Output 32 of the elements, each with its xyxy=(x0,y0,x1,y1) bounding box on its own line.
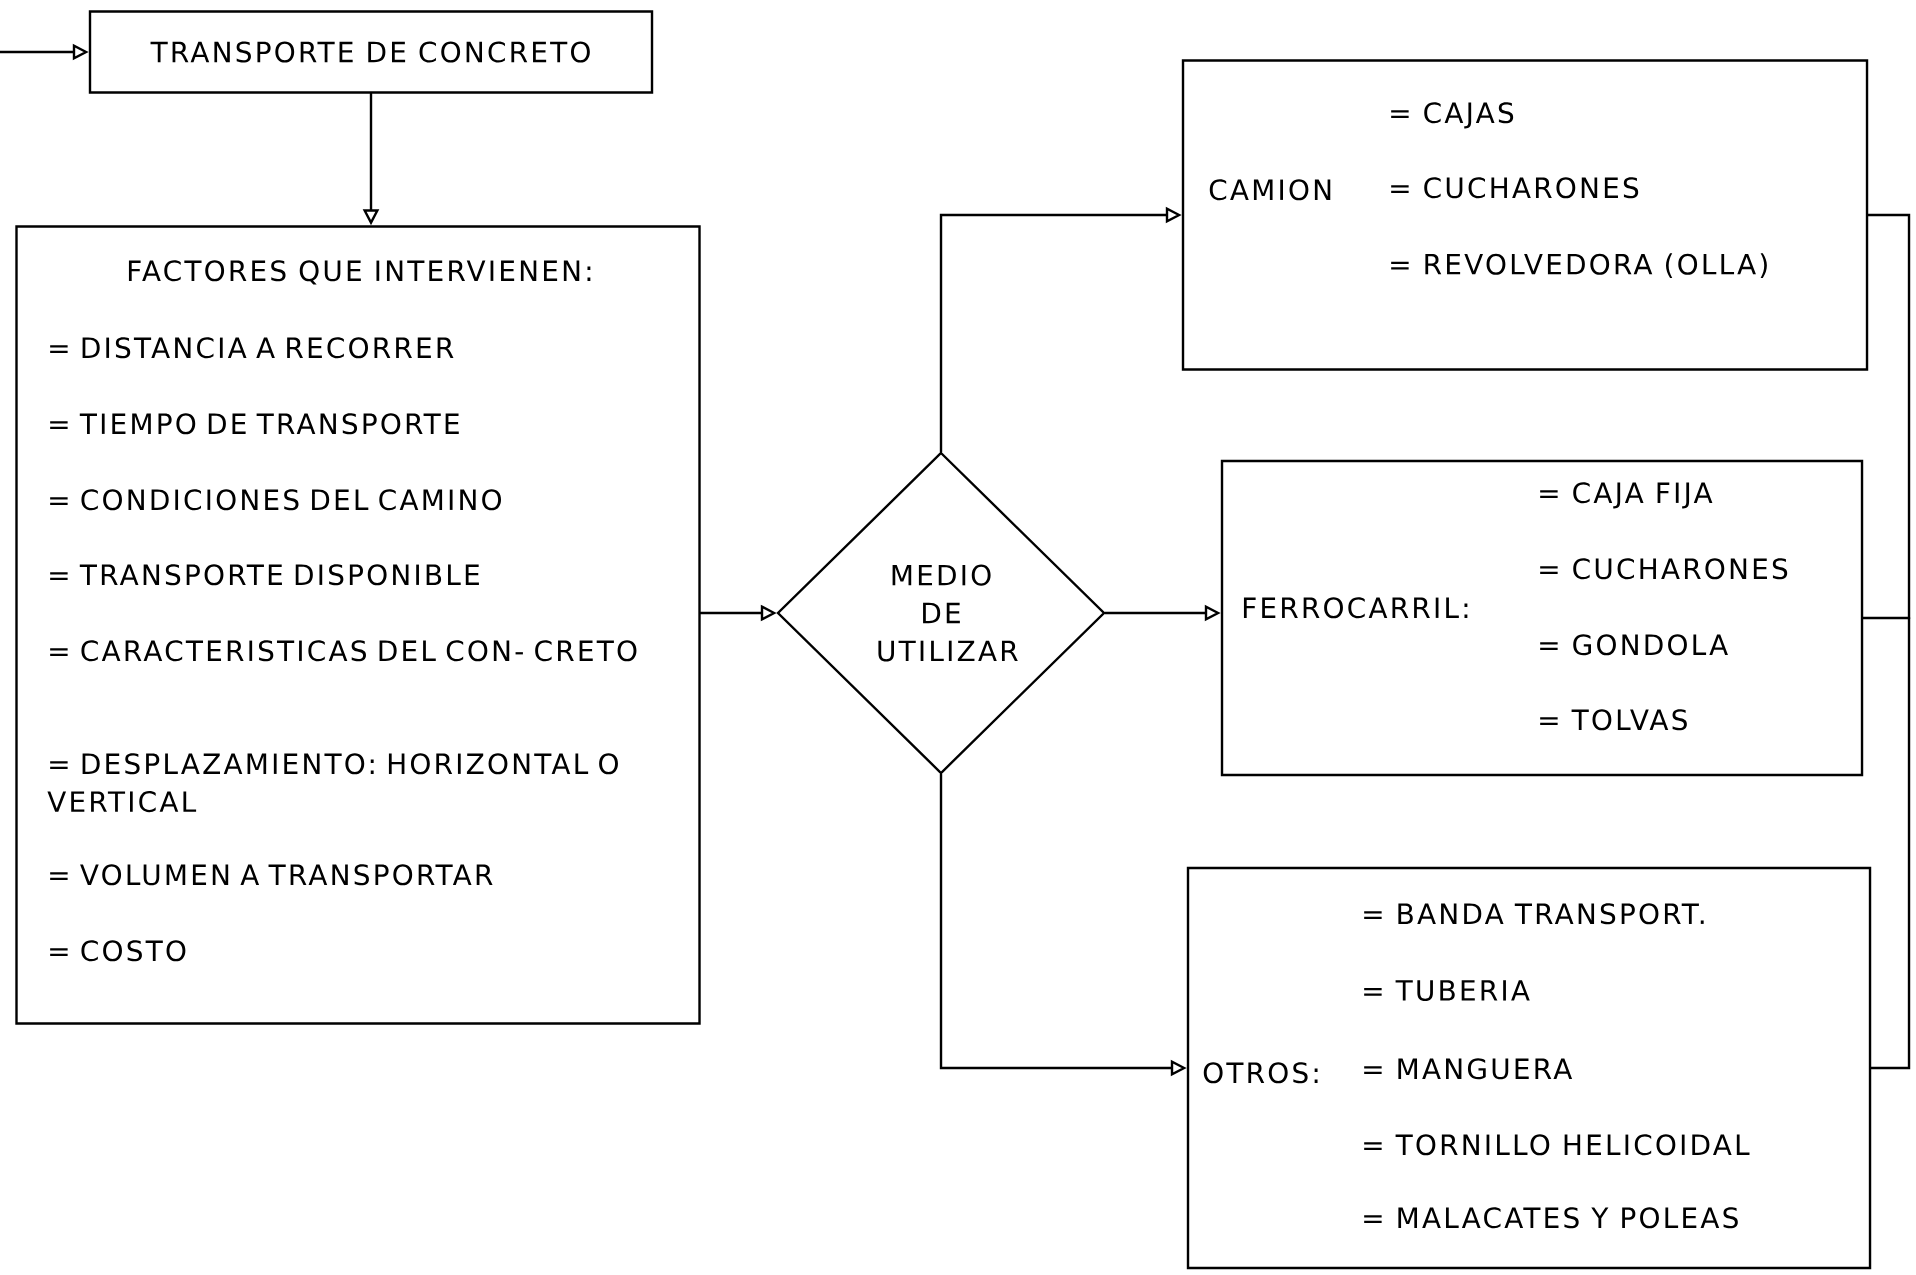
process-box xyxy=(1181,59,1869,371)
list-item: = DISTANCIA A RECORRER xyxy=(50,337,454,359)
box-heading: FERROCARRIL: xyxy=(1243,597,1468,619)
list-item: = MANGUERA xyxy=(1364,1058,1573,1080)
list-item: = CONDICIONES DEL CAMINO xyxy=(50,489,501,511)
list-item: = DESPLAZAMIENTO: HORIZONTAL O VERTICAL xyxy=(47,753,618,813)
list-item: = TUBERIA xyxy=(1364,980,1530,1001)
connector-line xyxy=(1862,616,1911,620)
list-item: = TIEMPO DE TRANSPORTE xyxy=(50,413,459,435)
list-item: = VOLUMEN A TRANSPORTAR xyxy=(50,864,493,886)
list-item: = TRANSPORTE DISPONIBLE xyxy=(50,564,479,586)
box-heading: FACTORES QUE INTERVIENEN: xyxy=(128,260,591,285)
list-item: = TOLVAS xyxy=(1540,709,1687,731)
connector-line xyxy=(1867,213,1911,620)
list-item: = MALACATES Y POLEAS xyxy=(1364,1207,1738,1229)
process-box xyxy=(15,225,701,1025)
process-box xyxy=(1186,866,1872,1270)
box-heading: CAMION xyxy=(1209,179,1331,201)
list-item: = COSTO xyxy=(50,940,186,962)
process-box xyxy=(1220,459,1864,777)
connector-line xyxy=(1870,616,1911,1070)
process-box: TRANSPORTE DE CONCRETO xyxy=(88,10,654,94)
list-item: = CAJA FIJA xyxy=(1540,482,1713,509)
list-item: = TORNILLO HELICOIDAL xyxy=(1364,1134,1750,1156)
list-item: = BANDA TRANSPORT. xyxy=(1364,903,1704,925)
list-item: = GONDOLA xyxy=(1540,634,1728,656)
list-item: = CARACTERISTICAS DEL CON- CRETO xyxy=(50,640,637,662)
list-item: = CUCHARONES xyxy=(1540,558,1788,580)
list-item: = REVOLVEDORA (OLLA) xyxy=(1391,253,1767,279)
list-item: = CUCHARONES xyxy=(1391,177,1639,199)
list-item: = CAJAS xyxy=(1391,102,1514,129)
box-heading: OTROS: xyxy=(1203,1062,1318,1084)
